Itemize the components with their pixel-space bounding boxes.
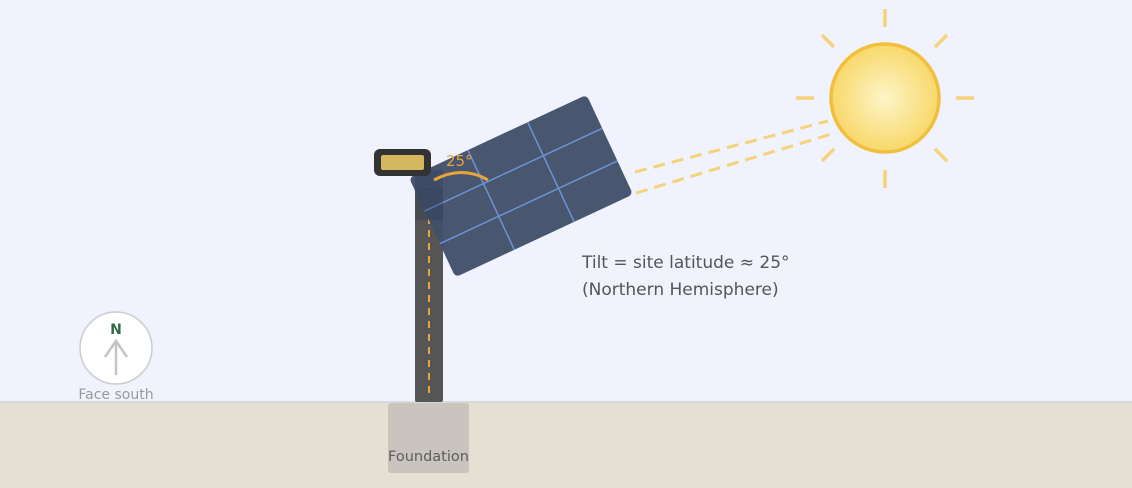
foundation-label: Foundation [388, 449, 469, 465]
compass-caption: Face south [78, 387, 153, 403]
arrow-up-icon [103, 338, 129, 375]
sun-beam [635, 131, 836, 195]
tilt-angle-arc [433, 171, 489, 182]
sun-beam [634, 119, 829, 174]
tilt-description: Tilt = site latitude ≈ 25° [581, 253, 790, 273]
sun-icon [796, 9, 974, 188]
tilt-angle-label: 25° [446, 152, 473, 170]
solar-panel [410, 96, 632, 276]
foundation: Foundation [388, 403, 469, 473]
compass-north-label: N [110, 322, 122, 338]
ground [0, 402, 1132, 488]
compass: N [79, 311, 153, 385]
mount-clamp [374, 149, 431, 176]
hemisphere-note: (Northern Hemisphere) [582, 280, 779, 300]
